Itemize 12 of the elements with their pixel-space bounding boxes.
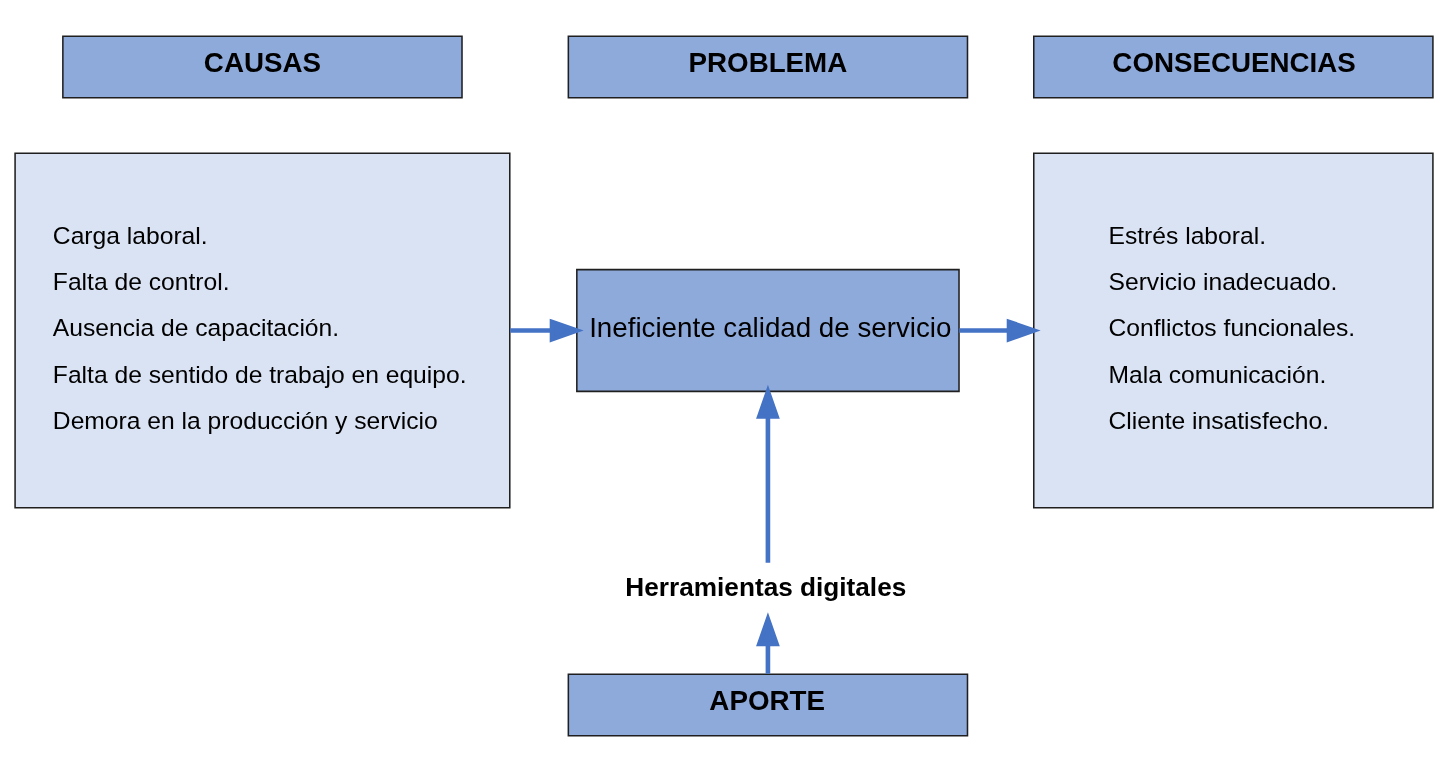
node-box: CONSECUENCIAS [1033, 34, 1434, 99]
node-box: Ineficiente calidad de servicio [576, 268, 960, 392]
node-text: Herramientas digitales [625, 571, 907, 602]
node-box: PROBLEMA [567, 34, 969, 99]
node-box: CAUSAS [62, 34, 463, 99]
node-box: Carga laboral. Falta de control. Ausencia de capacitación. Falta de sentido de trabajo en equipo. Demora en la producción y servicio [14, 152, 511, 508]
arrow [510, 318, 584, 342]
arrow [756, 384, 780, 563]
node-box: APORTE [567, 672, 969, 737]
arrow [756, 611, 780, 674]
node-box: Estrés laboral. Servicio inadecuado. Conflictos funcionales. Mala comunicación. Cliente insatisfecho. [1033, 152, 1434, 508]
arrow [959, 318, 1041, 342]
